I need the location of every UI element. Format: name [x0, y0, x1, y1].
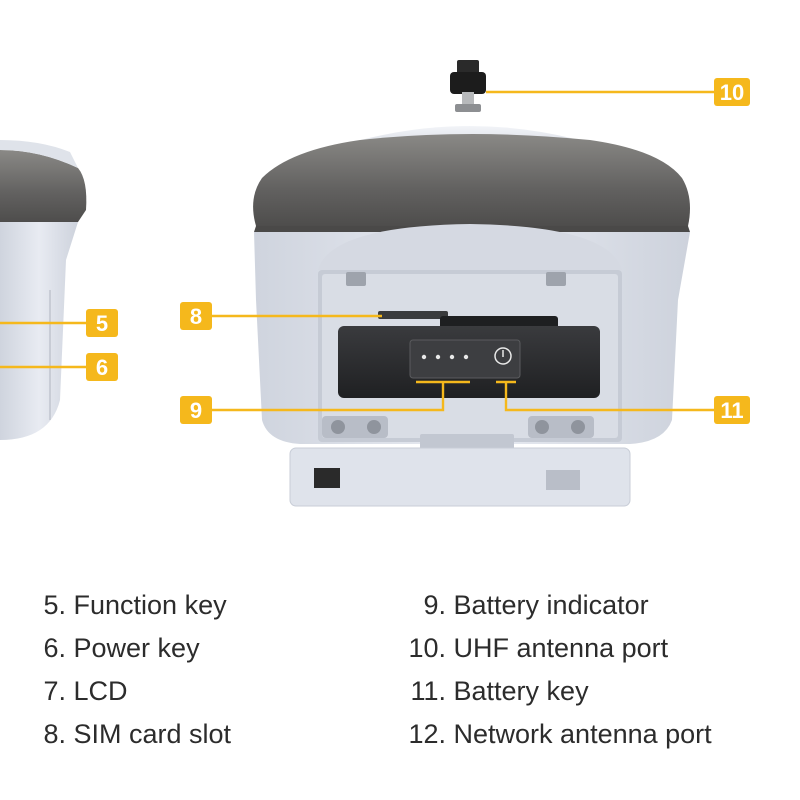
- svg-text:11: 11: [720, 398, 743, 423]
- legend-item: 5. Function key: [32, 584, 231, 627]
- legend-item-number: 12.: [408, 719, 446, 749]
- main-receiver: [253, 60, 690, 507]
- uhf-antenna-connector: [450, 60, 486, 112]
- screw-left: [322, 416, 388, 438]
- legend-item: 11. Battery key: [394, 670, 712, 713]
- legend: 5. Function key 6. Power key 7. LCD 8. S…: [0, 584, 800, 784]
- legend-item-number: 9.: [423, 590, 446, 620]
- battery-cover: [289, 447, 631, 507]
- legend-item-number: 10.: [408, 633, 446, 663]
- legend-item: 8. SIM card slot: [32, 713, 231, 756]
- svg-text:10: 10: [720, 80, 744, 105]
- legend-item-number: 8.: [43, 719, 66, 749]
- legend-item-number: 5.: [43, 590, 66, 620]
- legend-item-text: SIM card slot: [73, 719, 232, 749]
- legend-item: 9. Battery indicator: [394, 584, 712, 627]
- callout-badge-6: 6: [86, 353, 118, 381]
- battery: [338, 316, 600, 398]
- legend-item-text: UHF antenna port: [453, 633, 669, 663]
- battery-led-3: [449, 354, 455, 360]
- battery-led-1: [421, 354, 427, 360]
- callout-badge-10: 10: [714, 78, 750, 106]
- legend-item-number: 7.: [43, 676, 66, 706]
- left-receiver-partial: [0, 140, 87, 440]
- legend-item-number: 6.: [43, 633, 66, 663]
- legend-column-right: 9. Battery indicator 10. UHF antenna por…: [394, 584, 712, 756]
- legend-item-text: Battery indicator: [453, 590, 649, 620]
- svg-text:8: 8: [190, 304, 202, 329]
- legend-item-text: Power key: [73, 633, 200, 663]
- battery-led-2: [435, 354, 441, 360]
- callout-badge-9: 9: [180, 396, 212, 424]
- legend-item-text: Network antenna port: [453, 719, 712, 749]
- receiver-diagram: 5 6 8 9 10 11: [0, 60, 750, 507]
- battery-led-4: [463, 354, 469, 360]
- legend-item: 7. LCD: [32, 670, 231, 713]
- sim-card-slot: [378, 311, 448, 319]
- svg-text:6: 6: [96, 355, 108, 380]
- legend-item: 6. Power key: [32, 627, 231, 670]
- legend-item: 12. Network antenna port: [394, 713, 712, 756]
- svg-text:9: 9: [190, 398, 202, 423]
- legend-item: 10. UHF antenna port: [394, 627, 712, 670]
- battery-key-power-icon[interactable]: [494, 347, 512, 365]
- callout-badge-11: 11: [714, 396, 750, 424]
- legend-column-left: 5. Function key 6. Power key 7. LCD 8. S…: [32, 584, 231, 756]
- callout-badge-8: 8: [180, 302, 212, 330]
- callout-badge-5: 5: [86, 309, 118, 337]
- legend-item-text: LCD: [73, 676, 128, 706]
- svg-text:5: 5: [96, 311, 108, 336]
- screw-right: [528, 416, 594, 438]
- legend-item-number: 11.: [410, 676, 446, 706]
- legend-item-text: Battery key: [453, 676, 589, 706]
- callout-lines: [0, 90, 716, 412]
- legend-item-text: Function key: [73, 590, 227, 620]
